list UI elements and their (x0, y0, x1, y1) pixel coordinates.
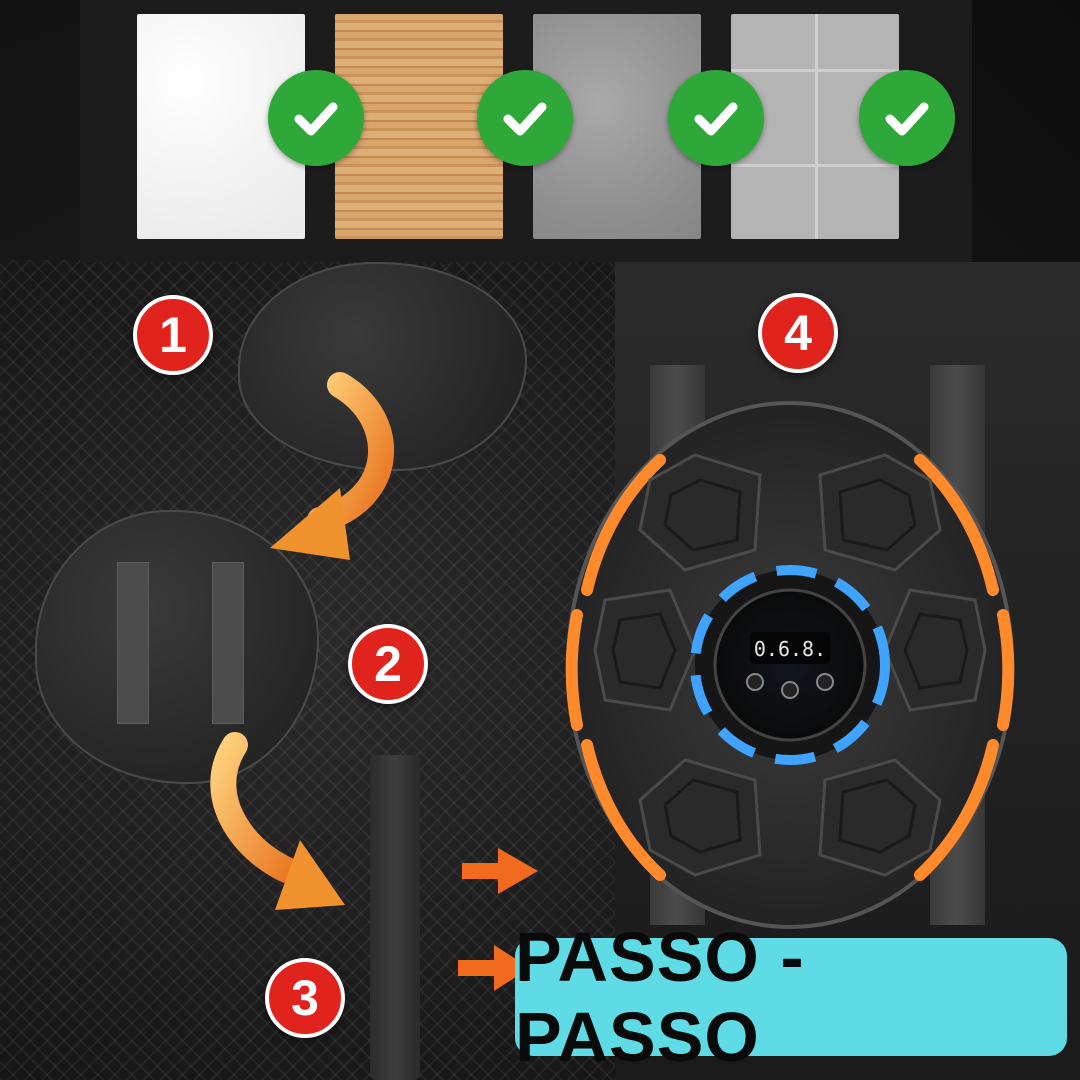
control-button[interactable] (816, 673, 834, 691)
mount-slot (212, 562, 244, 724)
led-strip (914, 454, 999, 596)
led-strip (581, 739, 666, 881)
curved-arrow-icon (210, 732, 345, 910)
step-badge-1: 1 (133, 295, 213, 375)
device-side-view (370, 755, 420, 1080)
score-readout: 0.6.8. (754, 637, 826, 661)
checkmark-icon (477, 70, 573, 166)
curved-arrow-icon (270, 372, 394, 560)
step-badge-3: 3 (265, 958, 345, 1038)
step-badge-2: 2 (348, 624, 428, 704)
control-button[interactable] (781, 681, 799, 699)
control-button[interactable] (746, 673, 764, 691)
led-strip (581, 454, 666, 596)
straight-arrow-icon (458, 945, 530, 991)
checkmark-icon (268, 70, 364, 166)
checkmark-icon (668, 70, 764, 166)
led-strip (997, 609, 1015, 731)
banner-text: PASSO - PASSO (515, 918, 805, 1076)
led-strip (914, 739, 999, 881)
boxing-machine: 0.6.8. (565, 401, 1015, 929)
checkmark-icon (859, 70, 955, 166)
straight-arrow-icon (462, 848, 538, 894)
step-by-step-banner: PASSO - PASSO (515, 918, 1067, 1076)
mount-slot (117, 562, 149, 724)
score-display (750, 632, 830, 664)
mounting-plate (35, 510, 319, 784)
led-strip (565, 609, 583, 731)
step-badge-4: 4 (758, 293, 838, 373)
